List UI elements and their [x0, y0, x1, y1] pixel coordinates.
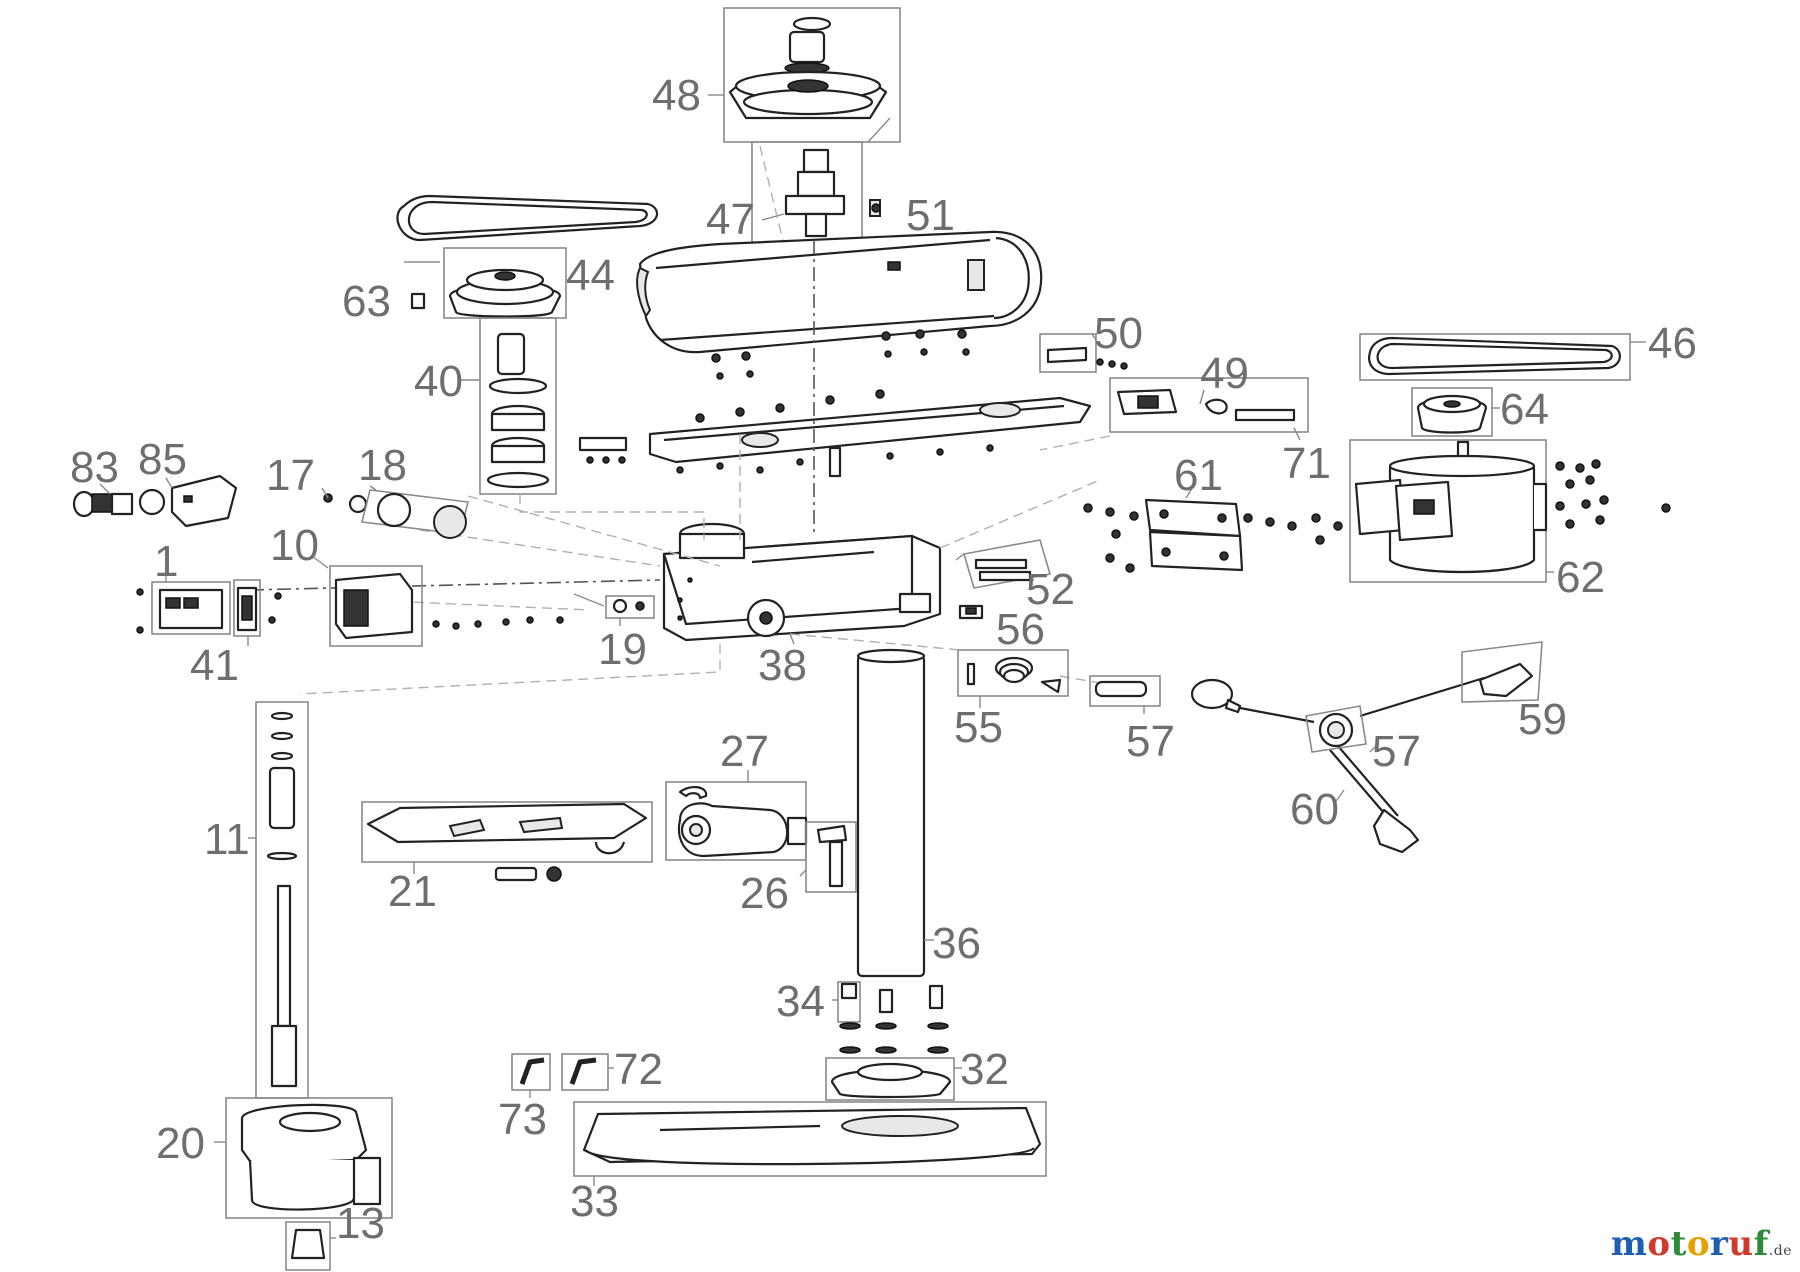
watermark-letter: o	[1686, 1224, 1710, 1264]
label-44: 44	[566, 251, 615, 300]
label-27: 27	[720, 727, 769, 776]
label-19: 19	[598, 625, 647, 674]
part-64-motor-pulley	[1411, 387, 1500, 437]
upper-belt	[396, 194, 658, 242]
assembly-leader-lines	[249, 240, 1141, 695]
part-34-32-column-base	[825, 981, 962, 1101]
watermark-letter: t	[1670, 1224, 1687, 1264]
watermark-letter: r	[1710, 1224, 1729, 1264]
watermark-letter: f	[1753, 1224, 1769, 1264]
part-61-motor-mount	[1083, 481, 1343, 573]
part-49-71-assembly	[1109, 377, 1309, 441]
part-40-quill-bearings	[460, 317, 557, 495]
label-51: 51	[906, 191, 955, 240]
label-21: 21	[388, 867, 437, 916]
part-52-studs	[962, 539, 1052, 589]
label-47: 47	[706, 195, 755, 244]
part-1-41-10-switch-housing	[136, 555, 564, 647]
label-18: 18	[358, 441, 407, 490]
label-41: 41	[190, 641, 239, 690]
label-38: 38	[758, 641, 807, 690]
label-1: 1	[154, 537, 178, 586]
callout-labels: 48 47 51 44 63 50 49 46 64 40 71 61 83 8…	[70, 71, 1697, 1248]
head-casting	[662, 522, 942, 642]
part-56-screw	[958, 604, 984, 620]
part-19-clamp	[605, 595, 655, 626]
part-46-belt	[1359, 333, 1646, 381]
part-20-13-gear-housing	[214, 1097, 393, 1271]
label-50: 50	[1094, 309, 1143, 358]
part-21-table	[361, 801, 653, 882]
label-48: 48	[652, 71, 701, 120]
label-56: 56	[996, 605, 1045, 654]
label-26: 26	[740, 869, 789, 918]
label-59: 59	[1518, 695, 1567, 744]
watermark-brand: motoruf	[1611, 1224, 1769, 1264]
part-55-spring	[957, 649, 1069, 708]
part-72-73-hex-keys	[511, 1053, 614, 1098]
head-tray	[578, 389, 1092, 478]
part-33-base	[573, 1101, 1047, 1186]
label-10: 10	[270, 521, 319, 570]
label-57b: 57	[1372, 727, 1421, 776]
cover-screws	[711, 203, 970, 380]
part-57-59-60-feed-handles	[1089, 641, 1543, 854]
part-83-85-switch	[72, 474, 238, 528]
label-71: 71	[1282, 439, 1331, 488]
watermark-letter: u	[1728, 1224, 1754, 1264]
label-63: 63	[342, 277, 391, 326]
part-17-18-knobs	[321, 485, 469, 539]
part-51-pulley-cover	[636, 230, 1043, 354]
label-55: 55	[954, 703, 1003, 752]
part-11-spindle	[248, 701, 309, 1099]
label-49: 49	[1200, 349, 1249, 398]
label-40: 40	[414, 357, 463, 406]
watermark-suffix: .de	[1768, 1243, 1792, 1259]
part-50-bracket	[1039, 333, 1128, 373]
label-17: 17	[266, 451, 315, 500]
label-72: 72	[614, 1045, 663, 1094]
label-36: 36	[932, 919, 981, 968]
part-62-motor	[1349, 439, 1671, 583]
part-48-spindle-pulley	[708, 7, 901, 143]
part-44-motor-pulley	[404, 247, 567, 319]
label-61: 61	[1174, 451, 1223, 500]
label-46: 46	[1648, 319, 1697, 368]
label-57a: 57	[1126, 717, 1175, 766]
label-62: 62	[1556, 553, 1605, 602]
label-11: 11	[204, 815, 250, 864]
part-36-column	[856, 648, 934, 978]
misc-leaders	[573, 553, 965, 645]
label-83: 83	[70, 443, 119, 492]
label-60: 60	[1290, 785, 1339, 834]
label-20: 20	[156, 1119, 205, 1168]
label-13: 13	[336, 1199, 385, 1248]
label-73: 73	[498, 1095, 547, 1144]
watermark-letter: o	[1647, 1224, 1671, 1264]
label-32: 32	[960, 1045, 1009, 1094]
label-34: 34	[776, 977, 825, 1026]
label-64: 64	[1500, 385, 1549, 434]
label-33: 33	[570, 1177, 619, 1226]
label-85: 85	[138, 435, 187, 484]
motoruf-watermark: motoruf.de	[1611, 1224, 1792, 1264]
label-52: 52	[1026, 565, 1075, 614]
part-27-26-table-bracket	[665, 770, 857, 893]
watermark-letter: m	[1610, 1224, 1648, 1264]
